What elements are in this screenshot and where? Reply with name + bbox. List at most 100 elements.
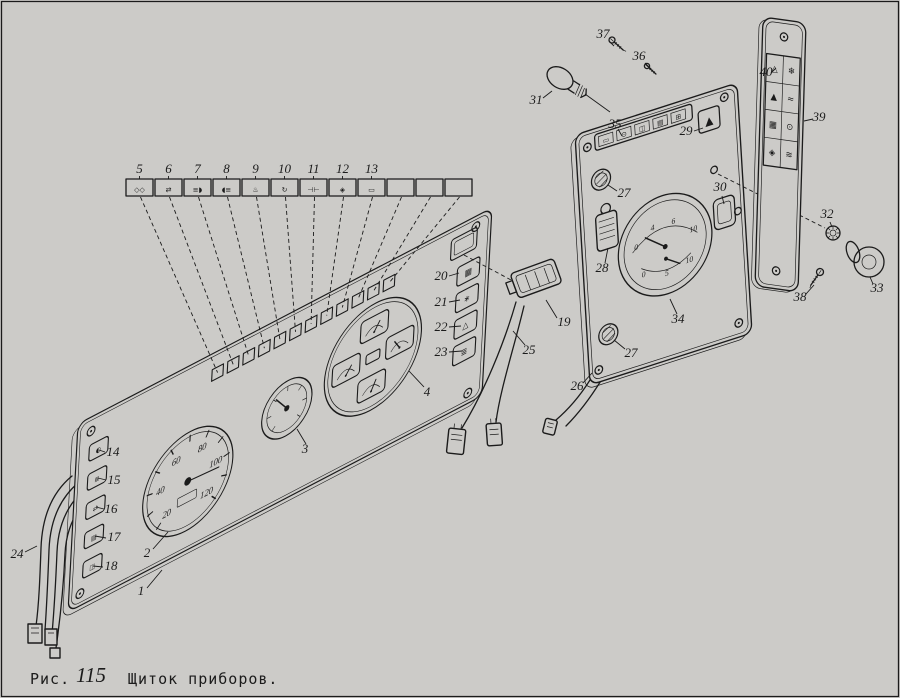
callout-20: 20 [435,268,449,283]
indicator-legend-strip: ◇◇ ⇄ ≡◗ ◖≡ ♨ ↻ ⊣⊢ ◈ ▭ 5 6 7 8 9 10 11 12… [125,161,473,197]
switch-window-inner [453,232,475,256]
switch-18 [81,552,103,579]
callout-17: 17 [108,529,122,544]
speedometer-gauge: 20 40 60 80 100 120 [142,425,234,538]
callout-34: 34 [671,311,686,326]
combo-top-10: 10 [689,223,697,234]
legend-icon-6: ⇄ [166,186,172,194]
plate-icon-7: ◈ [769,148,776,159]
harness-plug-small [49,647,61,659]
strip-icon-4: ▤ [657,118,664,128]
legend-dash-leaders [140,196,460,373]
callout-5: 5 [136,161,143,176]
wire-plug-a [445,423,467,456]
harness-plug [44,628,58,646]
legend-icon-5: ◇◇ [134,186,145,194]
plate-screw-bottom [771,266,781,276]
callout-39: 39 [812,109,827,124]
speedo-tick-60: 60 [172,454,181,469]
plate-icon-4: ≈ [787,94,794,105]
pilot-lamp-upper [590,168,612,191]
callout-22: 22 [435,319,449,334]
caption: Рис. 115 Щиток приборов. [30,663,277,688]
strip-icon-5: ⊞ [675,112,681,122]
callout-numbers: 1 2 3 4 14 15 16 17 18 19 20 21 22 23 24… [11,26,885,598]
cluster-center-window [365,348,381,366]
callout-26: 26 [571,378,585,393]
screw-38 [809,267,825,289]
sub-panel-screws [582,92,744,375]
combo-needle-top [644,237,666,248]
combo-top-0: 0 [634,242,638,252]
strip-icon-1: ▭ [603,135,610,145]
callout-4: 4 [424,384,431,399]
right-switch-column: ▦ ∗ △ ≣ [451,256,481,367]
wire-plug-c [542,417,558,436]
callout-11: 11 [307,161,319,176]
screw-36 [643,62,657,75]
legend-icon-12: ◈ [340,186,346,194]
strip-icon-3: ◫ [639,124,646,134]
callout-29: 29 [680,123,694,138]
combo-bottom-0: 0 [641,269,645,279]
switch-23-icon: ≣ [461,346,468,359]
harness-plug [27,623,43,644]
plate-screw-top [779,32,789,42]
switch-15 [86,465,108,491]
callout-3: 3 [301,441,309,456]
connector-19-body [510,258,562,299]
callout-32: 32 [820,206,835,221]
callout-13: 13 [365,161,379,176]
callout-1: 1 [138,583,145,598]
legend-icon-8: ◖≡ [222,186,232,194]
legend-boxes [125,178,473,197]
switch-15-icon: ≣ [94,474,99,485]
legend-plate: △ ❄ ▲ ≈ ▦ ⊙ ◈ ≋ [751,17,807,293]
legend-icon-11: ⊣⊢ [307,186,319,194]
cluster-mini-gauge-top [359,309,390,345]
triangle-button: ▲ [697,105,721,134]
sub-panel: ▭ ⊙ ◫ ▤ ⊞ ▲ 0 4 6 [570,84,753,388]
switch-22-icon: △ [462,319,469,332]
combo-top-4: 4 [650,223,654,233]
switch-14 [88,435,109,462]
connector-19 [505,258,562,299]
switch-18-icon: ◫ [89,562,95,573]
callout-6: 6 [165,161,172,176]
wire-plug-b [485,418,504,447]
plate-icon-8: ≋ [785,150,792,161]
knurled-nut [825,225,841,241]
switch-23 [451,336,477,367]
legend-icon-10: ↻ [282,186,288,194]
cluster-mini-gauge-bottom [356,368,387,404]
callout-19: 19 [558,314,572,329]
dash-19-to-panel [463,254,514,282]
callout-23: 23 [435,344,449,359]
mounting-hole [710,165,719,175]
callout-leader-lines [24,40,874,589]
main-panel: 20 40 60 80 100 120 [62,210,493,616]
combo-bottom-5: 5 [665,268,669,278]
plate-icon-5: ▦ [769,120,777,131]
callout-7: 7 [194,161,201,176]
callout-12: 12 [336,161,350,176]
combination-gauge: 0 4 6 10 0 5 10 [617,192,713,297]
legend-number-ticks [139,176,372,179]
callout-21: 21 [435,294,448,309]
callout-36: 36 [632,48,647,63]
legend-icon-13: ▭ [368,186,375,194]
switch-17-icon: ▤ [91,532,97,543]
callout-40: 40 [760,64,774,79]
callout-27-lower: 27 [625,345,639,360]
callout-31: 31 [529,92,543,107]
legend-icon-7: ≡◗ [193,186,203,194]
bulb [546,66,587,99]
legend-icon-9: ♨ [252,186,258,194]
sub-panel-strip: ▭ ⊙ ◫ ▤ ⊞ [593,103,694,151]
callout-35: 35 [608,116,623,131]
speedo-tick-20: 20 [162,506,171,521]
combo-top-6: 6 [671,216,675,226]
switch-21-icon: ∗ [463,293,470,306]
